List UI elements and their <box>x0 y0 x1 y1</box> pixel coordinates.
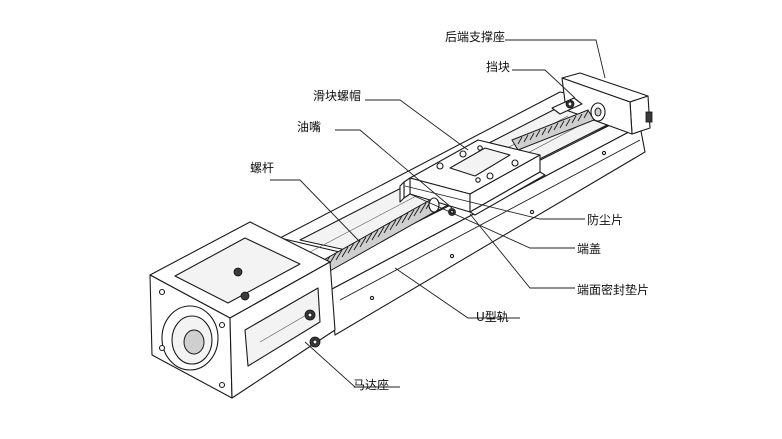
label-end-cap: 端盖 <box>577 242 602 256</box>
motor-seat <box>149 221 336 399</box>
label-oil-nozzle: 油嘴 <box>297 120 322 134</box>
leader-lines <box>270 39 606 388</box>
label-stop-block: 挡块 <box>486 60 511 74</box>
label-end-seal-gasket: 端面密封垫片 <box>577 283 650 297</box>
label-u-rail: U型轨 <box>476 310 509 324</box>
label-rear-support-seat: 后端支撑座 <box>445 30 506 44</box>
rear-support-seat <box>561 72 653 135</box>
label-screw-rod: 螺杆 <box>250 161 275 175</box>
label-dust-plate: 防尘片 <box>587 213 624 227</box>
screw-rear <box>511 102 606 151</box>
label-slider-nut: 滑块螺帽 <box>313 89 362 103</box>
slider-carriage <box>399 139 546 216</box>
stop-block <box>551 97 583 115</box>
label-motor-seat: 马达座 <box>353 378 390 392</box>
